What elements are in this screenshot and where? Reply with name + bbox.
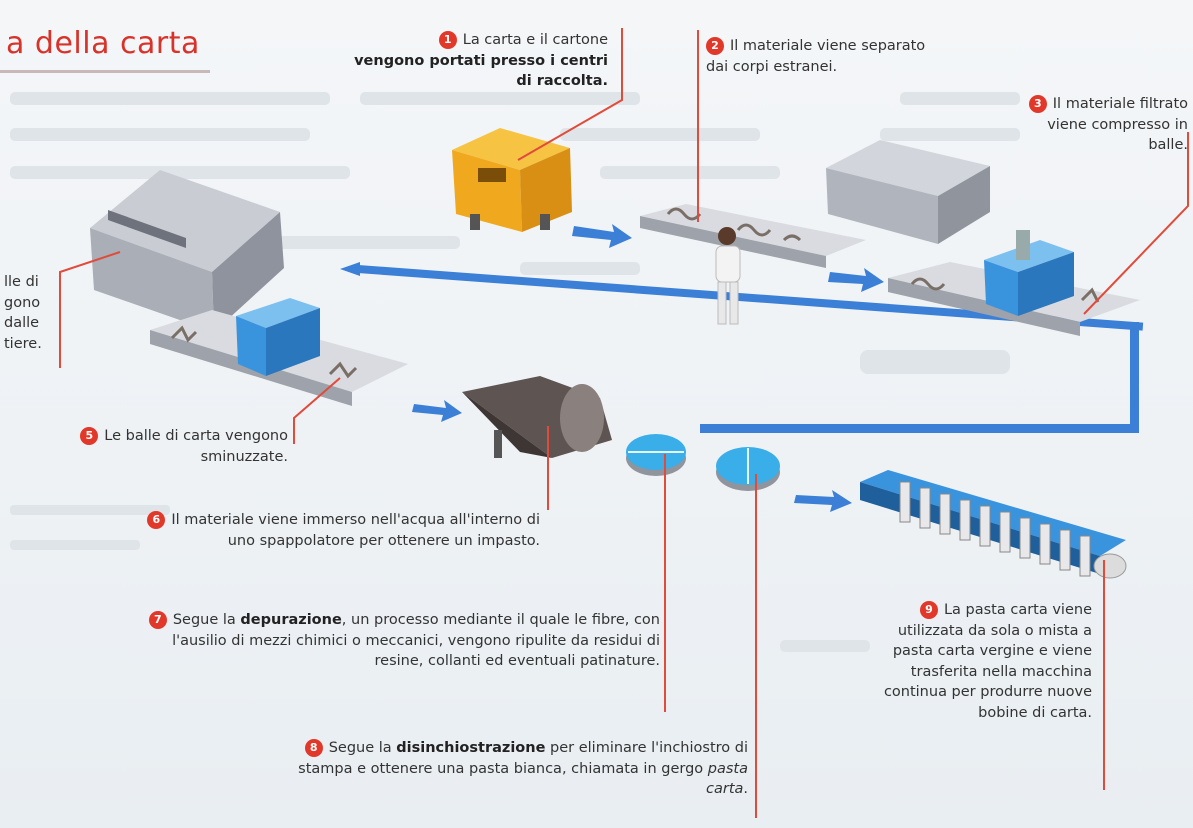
step-number-badge: 6 <box>147 511 166 529</box>
step-number-badge: 3 <box>1028 95 1047 113</box>
warehouse-icon <box>826 140 990 244</box>
shredder-icon <box>150 298 408 406</box>
step-1-bold-text: vengono portati presso i centri di racco… <box>354 52 608 90</box>
baling-press-icon <box>888 230 1140 336</box>
step-number-badge: 2 <box>706 37 724 55</box>
purification-tank-icon <box>626 434 686 476</box>
step-number-badge: 1 <box>438 31 457 49</box>
worker-icon <box>715 227 741 325</box>
paper-machine-icon <box>860 470 1127 579</box>
page-title: a della carta <box>6 26 200 61</box>
flow-arrow-icon <box>412 224 884 512</box>
step-4-label: lle di gono dalle tiere. <box>4 274 42 352</box>
warehouse-icon <box>90 170 284 332</box>
step-number-badge: 9 <box>919 601 938 619</box>
title-underline <box>0 70 210 73</box>
step-number-badge: 5 <box>80 427 99 445</box>
pulper-icon <box>462 376 612 458</box>
deinking-tank-icon <box>716 447 780 491</box>
step-number-badge: 7 <box>148 611 167 629</box>
step-number-badge: 8 <box>304 739 323 757</box>
leader-lines <box>59 28 1189 818</box>
recycling-bin-icon <box>452 128 572 232</box>
flow-arrow-icon <box>340 262 1144 433</box>
